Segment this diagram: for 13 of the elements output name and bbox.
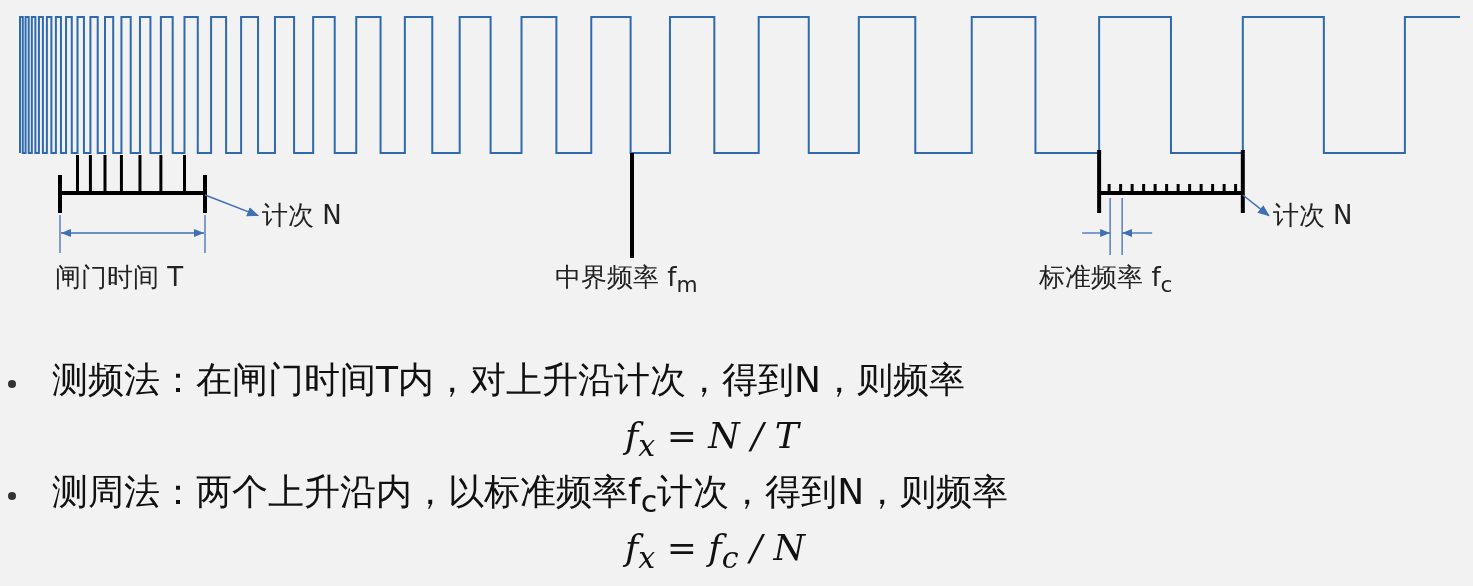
- method-text: 测频法：在闸门时间T内，对上升沿计次，得到N，则频率: [52, 358, 965, 402]
- counting-comb: [1097, 150, 1245, 213]
- square-wave: [19, 16, 1461, 154]
- counting-comb: [58, 155, 207, 213]
- leader-line: [630, 153, 634, 258]
- text-label: 计次 N: [1272, 200, 1353, 232]
- dimension-label: 闸门时间 T: [55, 262, 184, 294]
- text-label: 中界频率 f$_{m}$: [555, 262, 698, 299]
- dimension-label: 标准频率 f$_{c}$: [1039, 262, 1173, 299]
- text-label: 计次 N: [262, 200, 342, 232]
- method-text: 测周法：两个上升沿内，以标准频率f$_{c}$计次，得到N，则频率: [52, 470, 1009, 521]
- arrow: [1242, 194, 1270, 217]
- arrow: [204, 194, 260, 217]
